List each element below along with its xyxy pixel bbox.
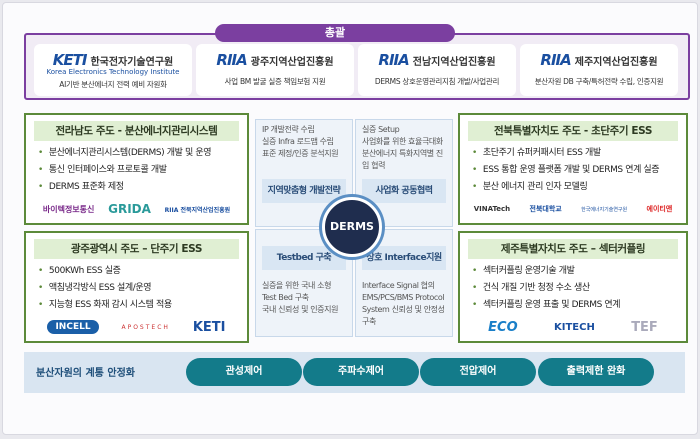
list-item: 통신 인터페이스와 프로토콜 개발 xyxy=(38,162,247,179)
list-item: 국내 신뢰성 및 인증지원 xyxy=(262,305,339,314)
list-item: System 신뢰성 및 안정성 구축 xyxy=(362,305,445,326)
list-item: 섹터커플링 운영 표출 및 DERMS 연계 xyxy=(472,297,686,314)
list-item: 표준 제정/인증 분석지원 xyxy=(262,149,339,158)
kitech-logo: KITECH xyxy=(554,321,595,333)
region-title: 전라남도 주도 - 분산에너지관리시스템 xyxy=(34,121,239,141)
region-jeonnam: 전라남도 주도 - 분산에너지관리시스템 분산에너지관리시스템(DERMS) 개… xyxy=(24,113,249,225)
vinatech-logo: VINATech xyxy=(473,205,511,213)
region-jeju: 제주특별자치도 주도 – 섹터커플링 섹터커플링 운영기술 개발건식 개질 기반… xyxy=(458,231,688,343)
org-desc: DERMS 상호운영관리지침 개발/사업관리 xyxy=(374,77,500,86)
list-item: 500KWh ESS 실증 xyxy=(38,263,247,280)
list-item: 분산에너지관리시스템(DERMS) 개발 및 운영 xyxy=(38,145,247,162)
list-item: 지능형 ESS 화재 감시 시스템 적용 xyxy=(38,297,247,314)
tef-logo: TEF xyxy=(631,319,658,335)
quadrant-label: 상호 Interface지원 xyxy=(362,246,446,270)
list-item: Interface Signal 협의 xyxy=(362,281,435,290)
curtailment-relief-button[interactable]: 출력제한 완화 xyxy=(538,358,654,386)
region-gwangju: 광주광역시 주도 – 단주기 ESS 500KWh ESS 실증액침냉각방식 E… xyxy=(24,231,249,343)
keti-logo: KETI xyxy=(192,319,226,335)
keti-logo: KETI xyxy=(52,51,88,69)
riia-logo: RIIA xyxy=(540,51,571,69)
org-desc: 사업 BM 발굴 실증 책임보험 지원 xyxy=(224,77,326,86)
list-item: 실증 Infra 로드맵 수립 xyxy=(262,137,334,146)
list-item: 섹터커플링 운영기술 개발 xyxy=(472,263,686,280)
grida-logo: GRIDA xyxy=(108,202,151,216)
grid-stabilization-label: 분산자원의 계통 안정화 xyxy=(36,368,135,379)
org-name: 광주지역산업진흥원 xyxy=(250,56,334,68)
atn-logo: 에이티앤 xyxy=(646,205,673,213)
oversight-title: 총괄 xyxy=(215,24,455,42)
org-desc: AI기반 분산에너지 전력 예비 자원화 xyxy=(59,80,167,89)
list-item: 분산 에너지 관리 인자 모델링 xyxy=(472,179,686,196)
org-name: 전남지역산업진흥원 xyxy=(412,56,496,68)
bitel-logo: 바이텍정보통신 xyxy=(42,204,95,214)
list-item: EMS/PCS/BMS Protocol xyxy=(362,293,445,302)
quadrant-label: 지역맞춤형 개발전략 xyxy=(262,179,346,203)
list-item: 사업화를 위한 효율극대화 xyxy=(362,137,443,146)
list-item: 액침냉각방식 ESS 설계/운영 xyxy=(38,280,247,297)
region-jeonbuk: 전북특별자치도 주도 - 초단주기 ESS 초단주기 슈퍼커패시터 ESS 개발… xyxy=(458,113,688,225)
derms-hub: DERMS xyxy=(322,197,382,257)
org-name: 한국전자기술연구원 xyxy=(90,56,174,68)
voltage-control-button[interactable]: 전압제어 xyxy=(420,358,536,386)
quadrant-label: 사업화 공동협력 xyxy=(362,179,446,203)
incell-logo: INCELL xyxy=(47,320,99,334)
org-desc: 분산자원 DB 구축/특허전략 수립, 인증지원 xyxy=(534,77,664,86)
region-title: 전북특별자치도 주도 - 초단주기 ESS xyxy=(468,121,678,141)
list-item: 건식 개질 기반 청정 수소 생산 xyxy=(472,280,686,297)
list-item: ESS 통합 운영 플랫폼 개발 및 DERMS 연계 실증 xyxy=(472,162,686,179)
riia-logo: RIIA xyxy=(216,51,247,69)
kier-logo: 한국에너지기술연구원 xyxy=(581,206,628,213)
ecobrain-logo: ECO xyxy=(488,319,518,335)
list-item: 실증을 위한 국내 소형 Test Bed 구축 xyxy=(262,281,332,302)
region-title: 제주특별자치도 주도 – 섹터커플링 xyxy=(468,239,678,259)
list-item: IP 개발전략 수립 xyxy=(262,125,315,134)
list-item: DERMS 표준화 제정 xyxy=(38,179,247,196)
inertia-control-button[interactable]: 관성제어 xyxy=(186,358,302,386)
jbnu-logo: 전북대학교 xyxy=(529,205,562,213)
list-item: 초단주기 슈퍼커패시터 ESS 개발 xyxy=(472,145,686,162)
apostech-logo: APOSTECH xyxy=(121,323,170,331)
riia-logo: RIIA xyxy=(378,51,409,69)
list-item: 실증 Setup xyxy=(362,125,400,134)
quadrant-interface: 상호 Interface지원 Interface Signal 협의 EMS/PC… xyxy=(355,229,453,337)
org-name: 제주지역산업진흥원 xyxy=(574,56,658,68)
riia-logo: RIIA 전북지역산업진흥원 xyxy=(164,206,231,214)
frequency-control-button[interactable]: 주파수제어 xyxy=(303,358,419,386)
region-title: 광주광역시 주도 – 단주기 ESS xyxy=(34,239,239,259)
list-item: 분산에너지 특화지역별 진입 협력 xyxy=(362,149,443,170)
org-subtitle: Korea Electronics Technology Institute xyxy=(46,68,180,76)
